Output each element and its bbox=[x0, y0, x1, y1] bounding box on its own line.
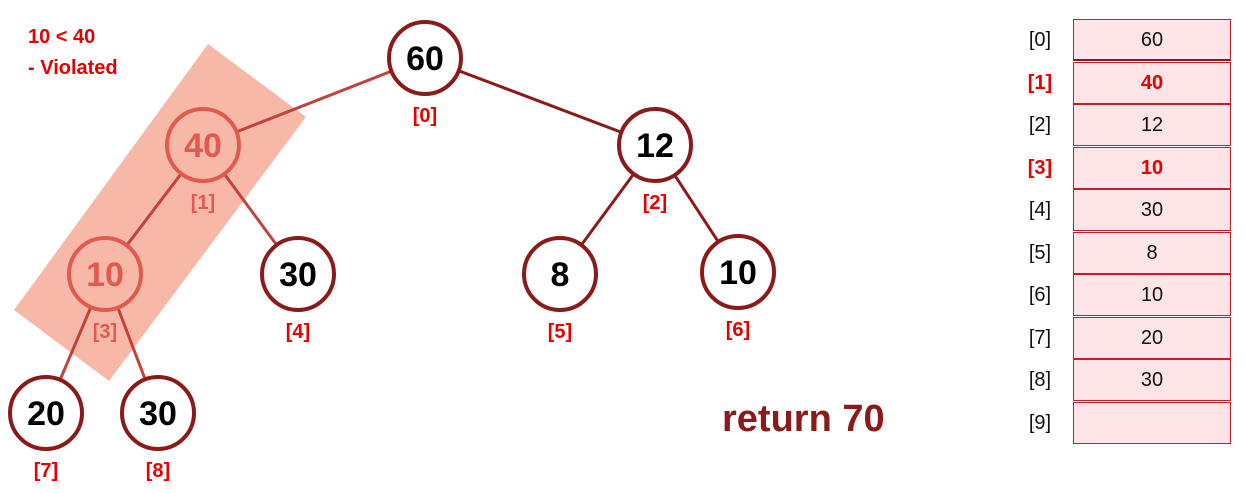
node-circle bbox=[120, 375, 196, 451]
array-index-label: [0] bbox=[1028, 29, 1052, 51]
node-value: 12 bbox=[636, 127, 674, 165]
array-cell: 10 bbox=[1073, 146, 1231, 189]
comparison-note: 10 < 40 bbox=[28, 26, 96, 48]
array-index-label: [3] bbox=[1027, 156, 1053, 179]
tree-node-1: 40 [1] bbox=[165, 107, 241, 214]
node-circle bbox=[387, 20, 463, 96]
violation-highlight-band bbox=[14, 44, 306, 381]
tree-edge-0-1 bbox=[235, 69, 393, 134]
node-circle bbox=[67, 236, 143, 312]
node-value: 60 bbox=[406, 40, 444, 78]
node-circle bbox=[522, 236, 598, 312]
tree-node-6: 10 [6] bbox=[700, 234, 776, 341]
node-index-label: [1] bbox=[191, 192, 215, 214]
node-circle bbox=[260, 236, 336, 312]
array-cell: 40 bbox=[1073, 61, 1231, 104]
tree-edge-2-6 bbox=[673, 174, 720, 243]
tree-edge-3-8 bbox=[116, 307, 147, 380]
tree-edge-2-5 bbox=[580, 173, 635, 246]
node-value: 30 bbox=[279, 256, 317, 294]
array-index-label: [7] bbox=[1028, 326, 1052, 349]
tree-node-7: 20 [7] bbox=[8, 375, 84, 482]
violation-note: - Violated bbox=[28, 57, 118, 79]
node-index-label: [0] bbox=[413, 105, 437, 127]
node-value: 8 bbox=[551, 256, 570, 294]
tree-node-0: 60 [0] bbox=[387, 20, 463, 127]
array-cell: 12 bbox=[1073, 104, 1231, 146]
tree-node-8: 30 [8] bbox=[120, 375, 196, 482]
tree-edge-1-3 bbox=[125, 172, 183, 247]
array-cell: 30 bbox=[1073, 189, 1231, 231]
node-index-label: [8] bbox=[146, 460, 170, 482]
array-index-label: [2] bbox=[1028, 114, 1052, 136]
tree-node-2: 12 [2] bbox=[617, 107, 693, 214]
node-index-label: [7] bbox=[34, 460, 58, 482]
node-index-label: [3] bbox=[93, 321, 117, 343]
array-index-label: [4] bbox=[1028, 199, 1052, 221]
node-index-label: [4] bbox=[286, 321, 310, 343]
array-cell: 60 bbox=[1073, 19, 1231, 61]
tree-node-4: 30 [4] bbox=[260, 236, 336, 343]
tree-edge-0-2 bbox=[458, 69, 622, 134]
node-value: 10 bbox=[86, 256, 124, 294]
array-index-label: [1] bbox=[1027, 71, 1053, 94]
node-value: 40 bbox=[184, 127, 222, 165]
tree-node-3: 10 [3] bbox=[67, 236, 143, 343]
node-circle bbox=[617, 107, 693, 183]
node-index-label: [2] bbox=[643, 192, 667, 214]
node-circle bbox=[8, 375, 84, 451]
array-cell: 8 bbox=[1073, 231, 1231, 274]
array-cell: 30 bbox=[1073, 359, 1231, 401]
return-value-text: return 70 bbox=[722, 398, 885, 440]
node-circle bbox=[165, 107, 241, 183]
tree-node-5: 8 [5] bbox=[522, 236, 598, 343]
array-index-label: [5] bbox=[1028, 241, 1052, 264]
node-index-label: [6] bbox=[726, 319, 750, 341]
array-cell: 20 bbox=[1073, 316, 1231, 359]
array-cell: 10 bbox=[1073, 274, 1231, 316]
array-index-label: [6] bbox=[1028, 284, 1052, 306]
array-index-label: [8] bbox=[1028, 369, 1052, 391]
node-index-label: [5] bbox=[548, 321, 572, 343]
node-value: 30 bbox=[139, 395, 177, 433]
node-value: 10 bbox=[719, 254, 757, 292]
tree-edge-3-7 bbox=[58, 306, 93, 381]
array-index-label: [9] bbox=[1028, 411, 1052, 434]
node-value: 20 bbox=[27, 395, 65, 433]
array-cell bbox=[1073, 401, 1231, 444]
tree-edge-1-4 bbox=[223, 173, 278, 246]
node-circle bbox=[700, 234, 776, 310]
